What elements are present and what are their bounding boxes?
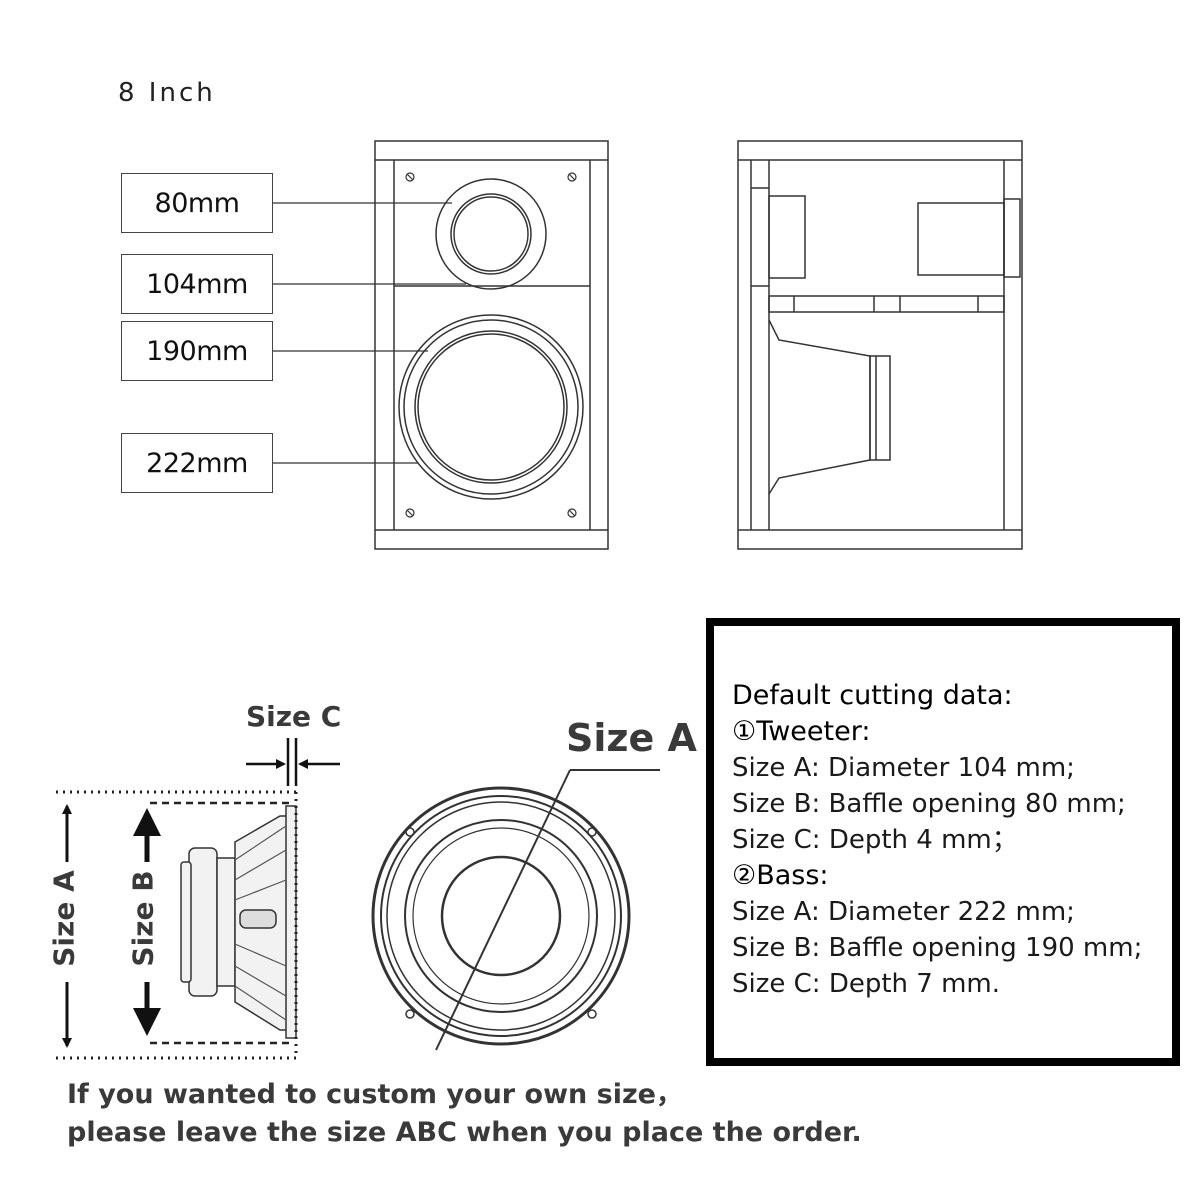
screw-icons [405,172,577,518]
custom-size-note-line-1: If you wanted to custom your own size， [67,1079,683,1110]
size-a-side-label: Size A [47,870,81,967]
size-b-side-label: Size B [126,870,160,967]
custom-size-note: If you wanted to custom your own size， p… [67,1076,862,1152]
bass-size-c: Size C: Depth 7 mm. [732,969,1000,999]
bass-diameter-dimension: 222mm [121,433,273,493]
bass-opening-dimension: 190mm [121,321,273,381]
tweeter-opening-dimension: 80mm [121,173,273,233]
size-b-arrow [133,808,161,1036]
bass-heading: ②Bass: [732,860,829,891]
driver-side-illustration [180,805,297,1039]
cabinet-front-view [374,140,609,550]
tweeter-heading: ①Tweeter: [732,716,871,747]
tweeter-size-b: Size B: Baffle opening 80 mm; [732,789,1126,819]
cabinet-side-view [737,140,1023,550]
bass-size-a: Size A: Diameter 222 mm; [732,897,1075,927]
tweeter-diameter-dimension: 104mm [121,254,273,314]
speaker-size-title: 8 Inch [118,78,216,108]
size-c-label: Size C [246,700,342,733]
bass-size-b: Size B: Baffle opening 190 mm; [732,933,1143,963]
spec-heading: Default cutting data: [732,680,1013,711]
driver-front-illustration [371,786,631,1046]
tweeter-size-c: Size C: Depth 4 mm； [732,825,1018,855]
size-a-dotted-frame [56,790,298,1060]
size-a-front-label: Size A [566,716,697,760]
custom-size-note-line-2: please leave the size ABC when you place… [67,1117,862,1148]
default-cutting-data-panel: Default cutting data: ①Tweeter: Size A: … [706,618,1180,1066]
size-a-diameter-leader [435,769,660,1051]
size-c-arrows [246,738,340,786]
tweeter-size-a: Size A: Diameter 104 mm; [732,753,1075,783]
